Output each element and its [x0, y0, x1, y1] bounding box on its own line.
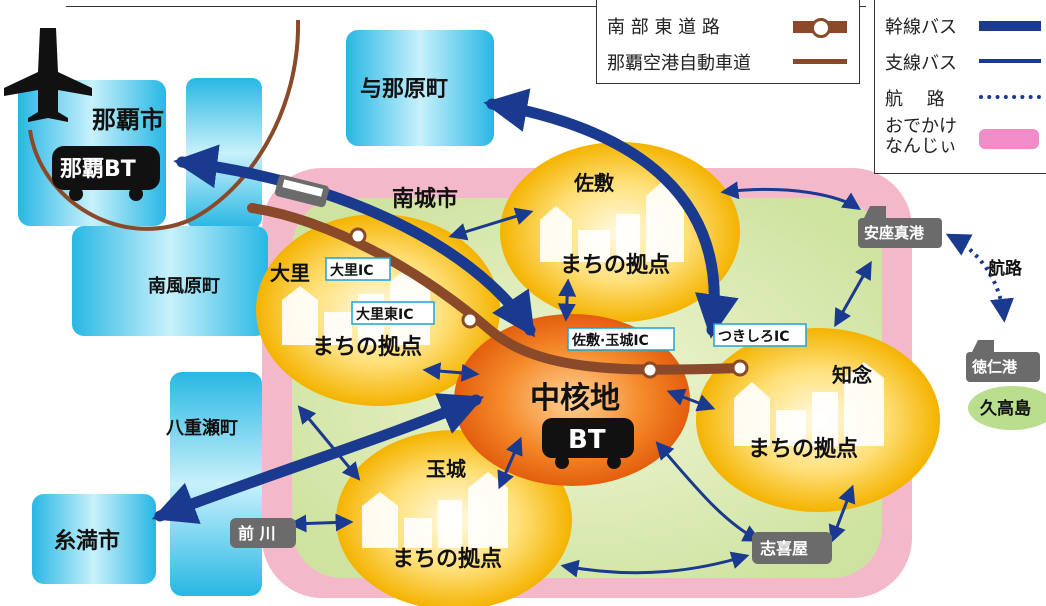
- ship-icon-tokujin: [966, 340, 1040, 382]
- label-tokujin-port: 徳仁港: [971, 358, 1018, 376]
- label-hub-chinen: 知念: [832, 363, 872, 387]
- stop-maekawa-bg: [230, 518, 296, 548]
- ic-label-boxes: [325, 257, 807, 351]
- label-hub-ozato-town: まちの拠点: [312, 334, 422, 360]
- label-hub-sashiki: 佐敷: [573, 171, 615, 195]
- municipality-itoman: [32, 494, 156, 584]
- label-yaese: 八重瀬町: [166, 417, 238, 439]
- legend-sea-route: 航 路: [885, 89, 945, 110]
- legend-branch-bus: 支線バス: [885, 53, 957, 74]
- label-core: 中核地: [530, 381, 620, 416]
- legend-branch-bus-swatch: [979, 59, 1041, 63]
- label-core-bt: BT: [568, 425, 606, 455]
- road-legend: 南 部 東 道 路 那覇空港自動車道: [596, 0, 860, 84]
- bus-terminal-icon-core: [542, 418, 634, 469]
- label-ozato-ic: 大里IC: [330, 262, 373, 279]
- airplane-icon: [4, 28, 92, 122]
- label-kudaka: 久高島: [980, 398, 1031, 419]
- label-azama-port: 安座真港: [864, 224, 925, 242]
- label-tsukishiro-ic: つきしろIC: [718, 329, 789, 345]
- kudaka-island: [968, 386, 1046, 430]
- municipality-yonabaru: [346, 30, 494, 146]
- southern-road: [247, 203, 745, 375]
- label-itoman: 糸満市: [54, 528, 120, 554]
- label-naha: 那覇市: [92, 106, 164, 134]
- transit-legend: 幹線バス 支線バス 航 路 おでかけ なんじぃ: [874, 0, 1046, 174]
- label-hub-chinen-town: まちの拠点: [748, 436, 858, 462]
- legend-trunk-bus: 幹線バス: [885, 17, 957, 38]
- ship-icon-azama: [858, 206, 942, 248]
- legend-airport-expressway: 那覇空港自動車道: [607, 53, 751, 74]
- ic-markers: [349, 227, 749, 379]
- label-nanjo: 南城市: [392, 186, 458, 212]
- sea-route: [945, 233, 1014, 323]
- legend-southern-road: 南 部 東 道 路: [607, 17, 720, 38]
- label-hub-tamagusuku-town: まちの拠点: [392, 546, 502, 572]
- legend-airport-expressway-swatch: [793, 59, 847, 64]
- label-shikiya: 志喜屋: [760, 539, 808, 558]
- stop-shikiya-bg: [752, 532, 832, 564]
- top-rule: [66, 0, 866, 7]
- legend-trunk-bus-swatch: [979, 21, 1041, 31]
- label-maekawa: 前 川: [238, 524, 276, 543]
- label-hub-sashiki-town: まちの拠点: [560, 252, 670, 278]
- branch-bus-arrows: [288, 181, 872, 578]
- bus-terminal-icon-naha: [52, 146, 160, 201]
- legend-odekake: おでかけ なんじぃ: [885, 117, 957, 157]
- label-haebaru: 南風原町: [148, 275, 220, 297]
- label-hub-tamagusuku: 玉城: [426, 457, 466, 481]
- label-hub-ozato: 大里: [270, 261, 310, 285]
- legend-southern-road-ic: [811, 18, 831, 38]
- legend-odekake-line2: なんじぃ: [885, 136, 957, 157]
- label-yonabaru: 与那原町: [360, 77, 448, 102]
- label-sea-route: 航路: [988, 258, 1023, 279]
- legend-odekake-line1: おでかけ: [885, 116, 957, 137]
- legend-sea-route-swatch: [979, 95, 1041, 99]
- legend-odekake-swatch: [979, 129, 1039, 149]
- label-sashiki-tamagusuku-ic: 佐敷·玉城IC: [571, 332, 649, 349]
- label-naha-bt: 那覇BT: [60, 157, 136, 182]
- bus-icon: [274, 174, 330, 208]
- label-ozato-higashi-ic: 大里東IC: [356, 306, 413, 323]
